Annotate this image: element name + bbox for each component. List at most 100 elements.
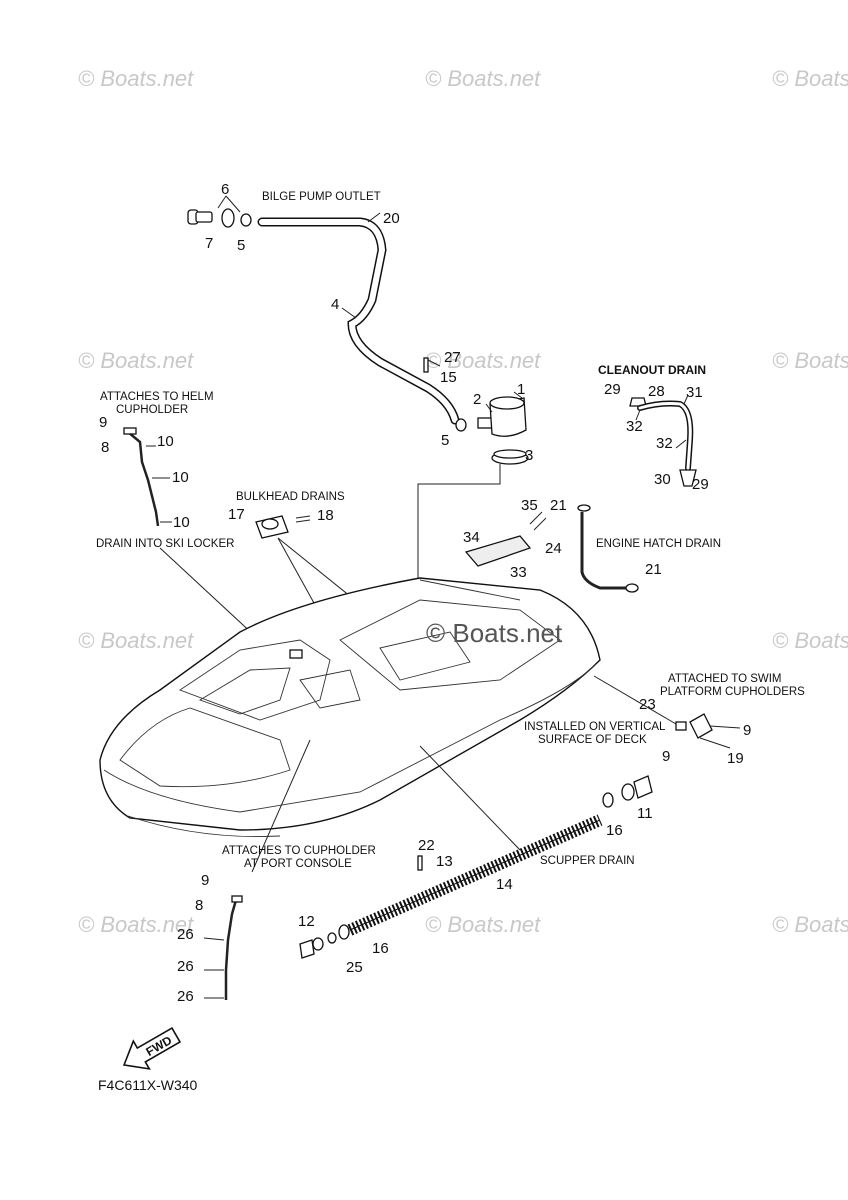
label-attaches-helm-2: CUPHOLDER (116, 404, 188, 416)
callout-number: 3 (525, 447, 533, 464)
callout-numbers: 6 7 5 20 4 27 15 2 1 5 3 29 28 31 32 32 … (99, 181, 751, 1005)
label-installed-vertical: INSTALLED ON VERTICAL (524, 721, 666, 733)
callout-number: 4 (331, 296, 339, 313)
outlet-nut (240, 213, 252, 227)
callout-number: 10 (157, 433, 174, 450)
watermark-text: © Boats.net (78, 348, 194, 373)
watermark-text: © Boats.net (772, 66, 848, 91)
label-swim-platform: ATTACHED TO SWIM (668, 673, 782, 685)
callout-number: 32 (626, 418, 643, 435)
callout-number: 9 (662, 748, 670, 765)
callout-number: 29 (604, 381, 621, 398)
bilge-hose-inner (259, 219, 458, 423)
leader-line (367, 212, 381, 223)
callout-number: 20 (383, 210, 400, 227)
swim-platform-cupholder-drain (593, 675, 741, 749)
callout-number: 33 (510, 564, 527, 581)
watermark-text: © Boats.net (78, 66, 194, 91)
pump-hose-clamp (455, 418, 467, 432)
helm-drain-fitting (123, 427, 137, 435)
windshield (179, 639, 331, 721)
callout-number: 29 (692, 476, 709, 493)
pump-strainer-top (493, 449, 527, 459)
screw (295, 515, 311, 519)
label-cleanout-drain: CLEANOUT DRAIN (598, 363, 706, 377)
bulkhead-drain-hole (261, 518, 279, 530)
leader-line (699, 737, 731, 749)
rear-cockpit (339, 599, 561, 691)
watermark-text: © Boats.net (772, 628, 848, 653)
leader-line (635, 409, 641, 421)
leader-line (225, 195, 241, 213)
callout-number: 32 (656, 435, 673, 452)
port-drain-tube (224, 899, 238, 1000)
cleanout-bottom-fitting (679, 469, 697, 487)
callout-number: 8 (195, 897, 203, 914)
watermark-text: © Boats.net (772, 348, 848, 373)
swim-drain-cupholder (689, 713, 713, 739)
helm-console-detail (289, 649, 303, 659)
hatch-drain-fitting-top (577, 504, 591, 512)
bulkhead-drains (255, 515, 393, 651)
boat-hull (99, 577, 601, 838)
helm-seat (299, 669, 361, 709)
swim-drain-fitting (675, 721, 687, 731)
cleanout-drain-assembly (629, 394, 697, 487)
outlet-fitting-body (195, 211, 213, 223)
sun-deck-edge (419, 579, 521, 601)
label-scupper-drain: SCUPPER DRAIN (540, 855, 635, 867)
center-watermark: © Boats.net (426, 618, 563, 648)
callout-number: 5 (237, 237, 245, 254)
engine-hatch-drain-tube (580, 512, 626, 590)
scupper-nut-bottom (312, 937, 324, 951)
label-drain-ski-locker: DRAIN INTO SKI LOCKER (96, 538, 234, 550)
watermark-text: © Boats.net (78, 628, 194, 653)
port-drain-fitting (231, 895, 243, 903)
callout-number: 27 (444, 349, 461, 366)
fwd-arrow-shape (122, 1026, 182, 1070)
hatch-drain-channel (464, 535, 532, 567)
callout-number: 9 (201, 872, 209, 889)
watermark-text: © Boats.net (425, 348, 541, 373)
callout-number: 26 (177, 926, 194, 943)
screw (533, 517, 547, 531)
label-attaches-port-console-2: AT PORT CONSOLE (244, 858, 352, 870)
leader-line (675, 439, 687, 449)
leader-line (341, 307, 357, 319)
callout-number: 9 (743, 722, 751, 739)
callout-number: 31 (686, 384, 703, 401)
leader-line (593, 675, 677, 725)
label-attaches-port-console: ATTACHES TO CUPHOLDER (222, 845, 376, 857)
callout-number: 10 (172, 469, 189, 486)
callout-number: 21 (550, 497, 567, 514)
pump-location-leader (417, 464, 501, 660)
callout-number: 16 (606, 822, 623, 839)
scupper-drain-assembly (299, 745, 653, 959)
callout-number: 30 (654, 471, 671, 488)
label-attaches-helm: ATTACHES TO HELM (100, 391, 214, 403)
callout-number: 6 (221, 181, 229, 198)
windshield-inner (198, 667, 291, 715)
callout-number: 5 (441, 432, 449, 449)
fwd-arrow: FWD (122, 1026, 182, 1070)
text-labels: BILGE PUMP OUTLET CLEANOUT DRAIN ATTACHE… (96, 191, 805, 1093)
callout-number: 12 (298, 913, 315, 930)
scupper-cable-tie (417, 855, 423, 871)
label-bulkhead-drains: BULKHEAD DRAINS (236, 491, 345, 503)
leader-line (419, 745, 521, 851)
leader-line (217, 195, 227, 209)
callout-number: 7 (205, 235, 213, 252)
callout-number: 35 (521, 497, 538, 514)
scupper-fitting-bottom (299, 939, 315, 959)
engine-hatch-drain (464, 504, 639, 593)
callout-number: 9 (99, 414, 107, 431)
screw (295, 519, 311, 523)
label-swim-platform-2: PLATFORM CUPHOLDERS (660, 686, 805, 698)
callout-number: 24 (545, 540, 562, 557)
callout-number: 22 (418, 837, 435, 854)
callout-number: 26 (177, 988, 194, 1005)
port-console-cupholder-drain (203, 739, 311, 1000)
outlet-gasket (221, 208, 235, 228)
